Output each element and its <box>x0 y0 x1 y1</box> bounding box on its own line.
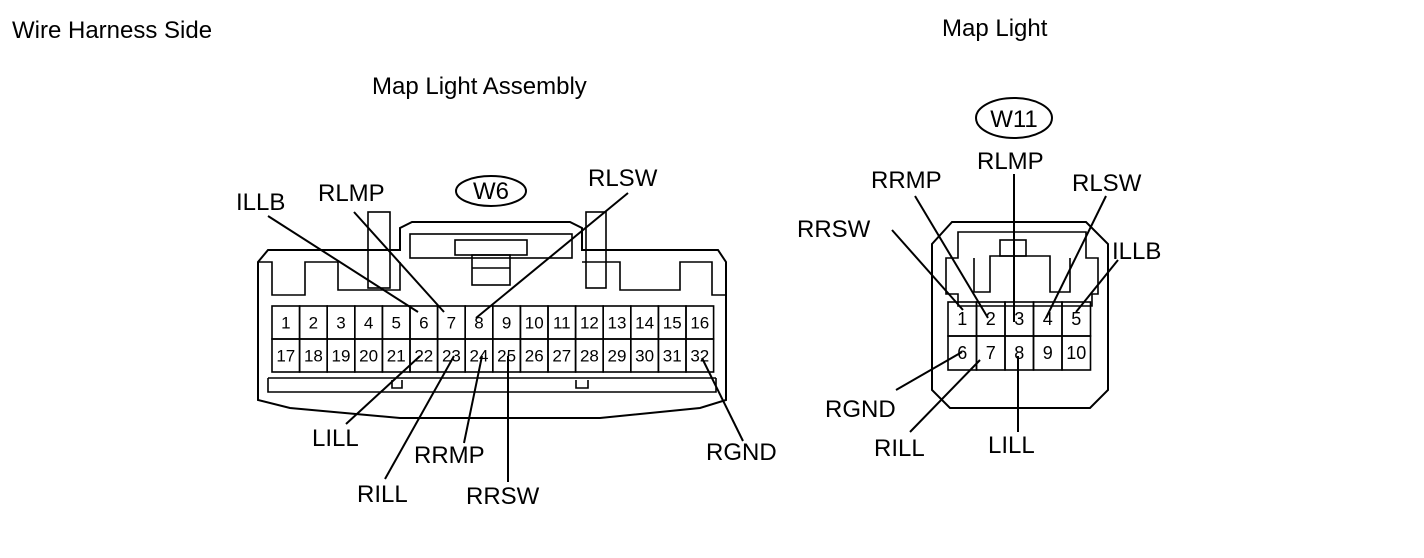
w6-pin-18: 18 <box>304 347 323 366</box>
w6-pin-25: 25 <box>497 347 516 366</box>
w6-pin-29: 29 <box>608 347 627 366</box>
w11-pin-8: 8 <box>1014 343 1024 363</box>
w11-signal-illb: ILLB <box>1112 238 1161 265</box>
w6-pin-32: 32 <box>690 347 709 366</box>
w6-pin-15: 15 <box>663 314 682 333</box>
w6-leader-rill <box>384 355 455 480</box>
w11-pin-3: 3 <box>1014 309 1024 329</box>
map-light-title: Map Light <box>942 15 1048 42</box>
w6-pin-11: 11 <box>553 314 571 333</box>
w6-pin-3: 3 <box>336 314 345 333</box>
w6-lock-tab <box>409 233 573 259</box>
map-light-assembly-title: Map Light Assembly <box>372 73 587 100</box>
w6-pin-14: 14 <box>635 314 654 333</box>
w6-leaders <box>267 192 744 482</box>
w11-code-label: W11 <box>990 106 1038 133</box>
w6-signal-illb: ILLB <box>236 189 285 216</box>
w11-pin-7: 7 <box>986 343 996 363</box>
w11-leader-rrsw <box>891 229 964 311</box>
w6-pin-6: 6 <box>419 314 428 333</box>
wire-harness-side-title: Wire Harness Side <box>12 17 212 44</box>
w6-signal-rlsw: RLSW <box>588 165 658 192</box>
w6-pin-22: 22 <box>414 347 433 366</box>
w11-signal-rrmp: RRMP <box>871 167 942 194</box>
w11-leaders <box>891 174 1119 433</box>
w6-pin-30: 30 <box>635 347 654 366</box>
w6-pin-9: 9 <box>502 314 511 333</box>
w6-code-oval <box>455 175 527 207</box>
w6-pin-8: 8 <box>474 314 483 333</box>
w6-leader-rlmp <box>353 211 445 313</box>
w11-inner-frame <box>945 231 1099 307</box>
w6-signal-rgnd: RGND <box>706 439 777 466</box>
w6-leader-rlsw <box>475 192 629 319</box>
w11-signal-rlmp: RLMP <box>977 148 1044 175</box>
w6-pin-19: 19 <box>332 347 351 366</box>
w6-pin-1: 1 <box>281 314 290 333</box>
w11-code-oval <box>975 97 1053 139</box>
w6-pin-4: 4 <box>364 314 373 333</box>
w6-pin-28: 28 <box>580 347 599 366</box>
w11-pin-9: 9 <box>1043 343 1053 363</box>
w11-pin-2: 2 <box>986 309 996 329</box>
w6-signal-rrmp: RRMP <box>414 442 485 469</box>
w11-leader-rrmp <box>914 195 989 319</box>
w6-signal-rrsw: RRSW <box>466 483 540 510</box>
w6-pin-cell <box>685 338 715 373</box>
w6-pin-7: 7 <box>447 314 456 333</box>
w6-pin-5: 5 <box>391 314 400 333</box>
w11-leader-rlsw <box>1045 195 1107 319</box>
w6-pin-31: 31 <box>663 347 682 366</box>
w6-pin-24: 24 <box>470 347 489 366</box>
w6-leader-illb <box>267 215 419 313</box>
w6-leader-rrmp <box>463 355 483 444</box>
w11-signal-lill: LILL <box>988 432 1035 459</box>
w6-pin-16: 16 <box>690 314 709 333</box>
w6-pin-26: 26 <box>525 347 544 366</box>
w6-pin-17: 17 <box>276 347 295 366</box>
w6-connector-shoulder <box>258 261 401 296</box>
w6-right-post <box>585 211 607 289</box>
w6-lock-latch <box>471 254 511 286</box>
w6-pin-27: 27 <box>552 347 571 366</box>
w11-pin-cell <box>1061 335 1092 371</box>
w6-bottom-rail <box>267 377 717 393</box>
w11-signal-rlsw: RLSW <box>1072 170 1142 197</box>
w6-leader-rgnd <box>701 357 744 442</box>
w11-signal-rill: RILL <box>874 435 925 462</box>
w6-pin-12: 12 <box>580 314 599 333</box>
w11-key <box>973 255 1071 293</box>
w6-signal-rlmp: RLMP <box>318 180 385 207</box>
w6-pin-23: 23 <box>442 347 461 366</box>
w6-pin-13: 13 <box>608 314 627 333</box>
w6-signal-rill: RILL <box>357 481 408 508</box>
w11-connector-body <box>931 221 1109 409</box>
w6-signal-lill: LILL <box>312 425 359 452</box>
w11-pin-10: 10 <box>1066 343 1086 363</box>
w6-lock-window <box>454 239 528 256</box>
w6-pin-2: 2 <box>309 314 318 333</box>
w11-pin-4: 4 <box>1043 309 1053 329</box>
w11-leader-illb <box>1075 259 1119 313</box>
w6-code-label: W6 <box>473 178 509 205</box>
w6-pin-20: 20 <box>359 347 378 366</box>
w6-pin-10: 10 <box>525 314 544 333</box>
w11-pin-1: 1 <box>957 309 967 329</box>
w6-leader-lill <box>345 355 421 425</box>
w6-connector-shoulder-right <box>582 261 726 296</box>
w11-leader-rill <box>909 359 981 433</box>
w11-signal-rrsw: RRSW <box>797 216 871 243</box>
w11-pin-5: 5 <box>1071 309 1081 329</box>
w11-leader-rgnd <box>895 351 963 391</box>
w6-pin-21: 21 <box>387 347 406 366</box>
w6-connector-body <box>257 221 727 419</box>
w11-signal-rgnd: RGND <box>825 396 896 423</box>
